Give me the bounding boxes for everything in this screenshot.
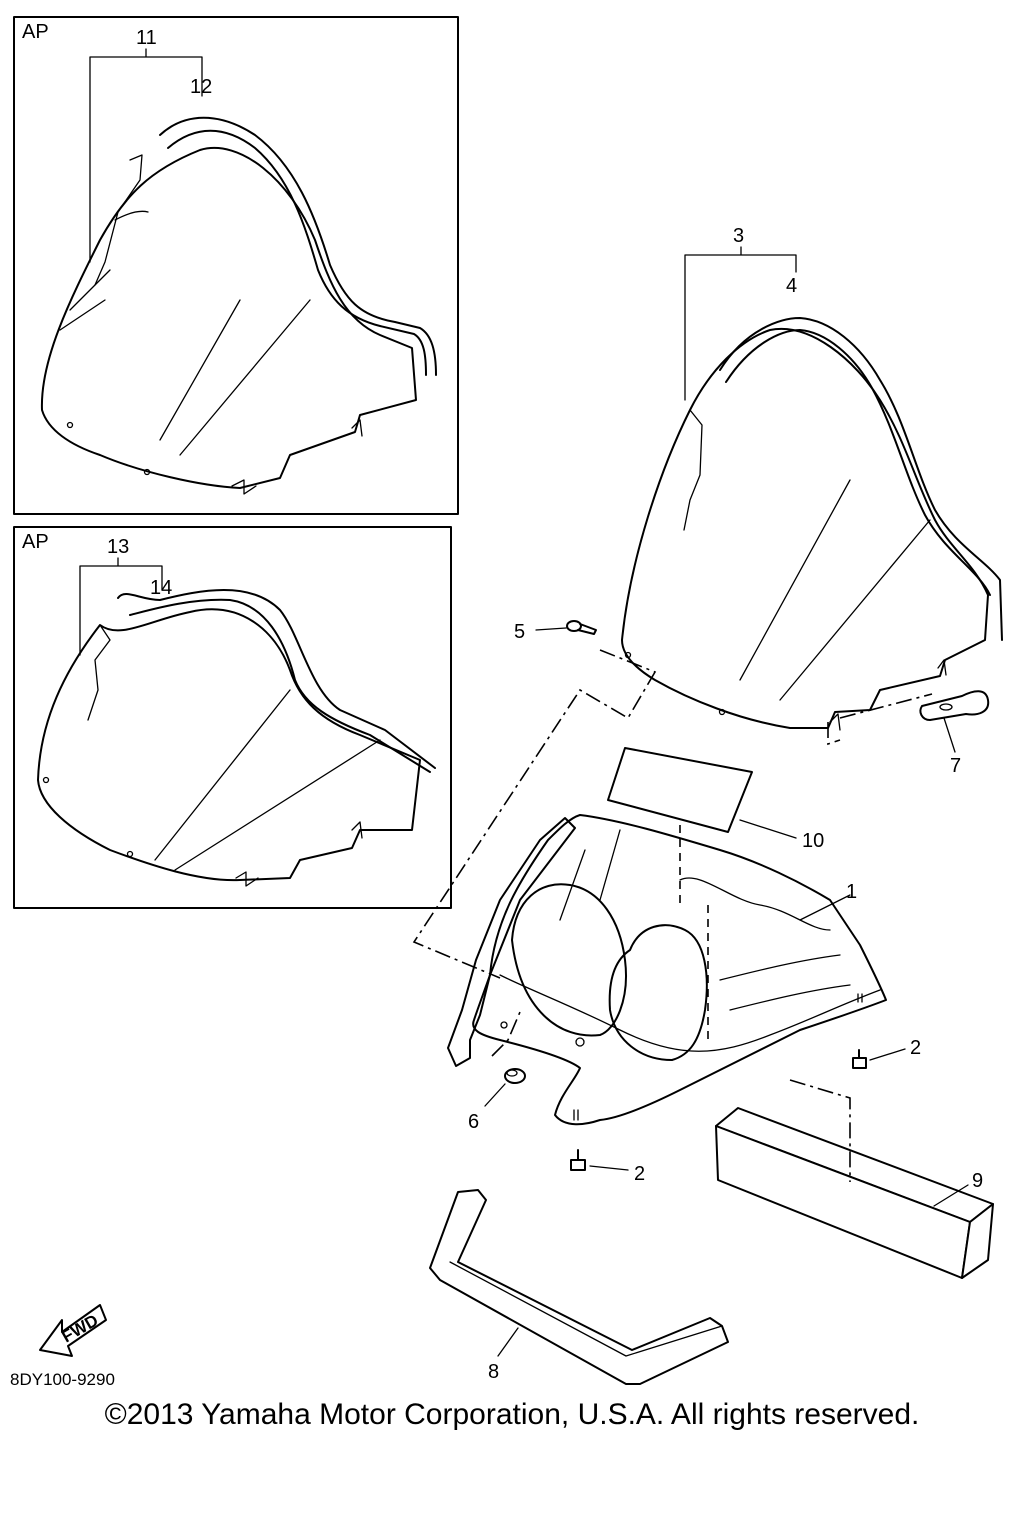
bolt-part-a: 2 (852, 1037, 921, 1069)
screw-part: 5 (514, 620, 597, 643)
bracket (684, 246, 797, 401)
bracket (79, 557, 163, 656)
fwd-label: FWD (59, 1311, 102, 1347)
diagram-code: 8DY100-9290 (10, 1370, 115, 1389)
assembly-guide-lines (412, 649, 933, 1182)
callout-8: 8 (488, 1361, 499, 1383)
panel-windshield-option-b: AP 13 14 (13, 526, 452, 909)
bumper-strip-part: 8 (429, 1189, 729, 1385)
windshield-main: 3 4 (621, 225, 1003, 731)
callout-6: 6 (468, 1111, 479, 1133)
callout-5: 5 (514, 621, 525, 643)
panel-windshield-option-a: AP 11 12 (13, 16, 459, 515)
callout-9: 9 (972, 1170, 983, 1192)
panel-tag: AP (22, 531, 49, 553)
callout-13: 13 (107, 536, 129, 558)
bracket (89, 48, 203, 263)
bolt-part: 6 (468, 1068, 526, 1133)
callout-11: 11 (136, 27, 157, 49)
callout-1: 1 (846, 881, 857, 903)
callout-2-upper: 2 (910, 1037, 921, 1059)
hood-cowling: 1 (447, 814, 887, 1126)
callout-4: 4 (786, 275, 797, 297)
panel-frame (13, 526, 452, 909)
panel-frame (13, 16, 459, 515)
panel-tag: AP (22, 21, 49, 43)
callout-10: 10 (802, 830, 824, 852)
copyright-notice: ©2013 Yamaha Motor Corporation, U.S.A. A… (104, 1398, 920, 1431)
foam-block-part: 9 (715, 1107, 994, 1279)
callout-7: 7 (950, 755, 961, 777)
bolt-part-b: 2 (570, 1149, 645, 1185)
pad-part: 10 (607, 747, 824, 852)
callout-2-lower: 2 (634, 1163, 645, 1185)
windshield-shape (40, 116, 437, 495)
callout-12: 12 (190, 76, 212, 98)
forward-direction-indicator: FWD (39, 1304, 107, 1357)
windshield-shape (37, 589, 436, 887)
nut-part: 7 (919, 690, 990, 777)
callout-14: 14 (150, 577, 172, 599)
callout-3: 3 (733, 225, 744, 247)
